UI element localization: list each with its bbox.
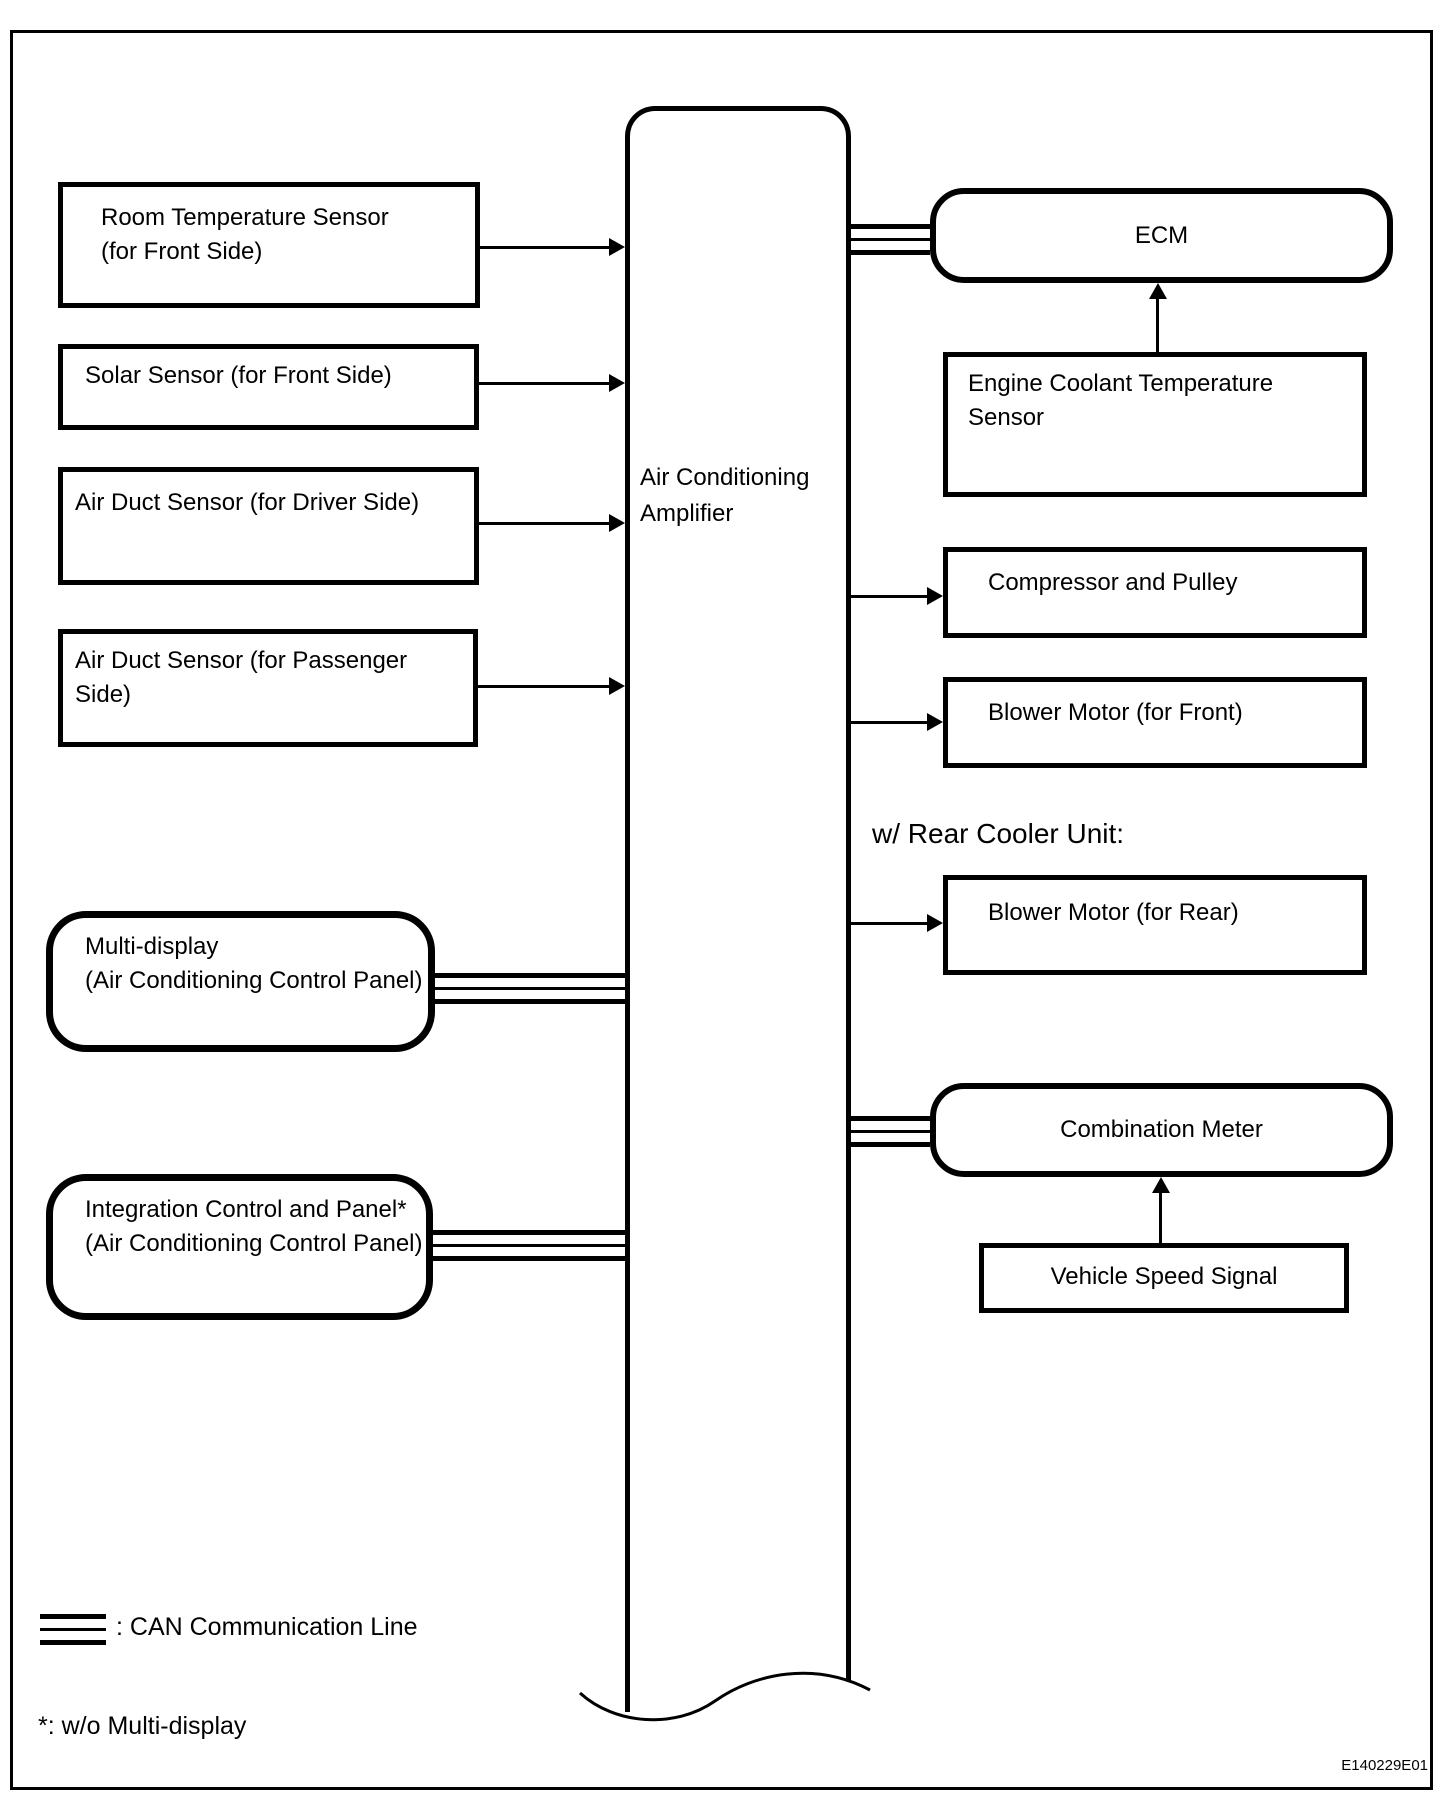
can-line-stroke bbox=[435, 999, 625, 1004]
can-line-stroke bbox=[851, 1116, 930, 1121]
node-solar-sensor: Solar Sensor (for Front Side) bbox=[58, 344, 479, 430]
arrow-amplifier-to-blower-rear bbox=[851, 914, 943, 932]
label-line: Air Conditioning bbox=[640, 464, 810, 491]
node-room-temperature-sensor: Room Temperature Sensor (for Front Side) bbox=[58, 182, 480, 308]
arrow-duct-driver-to-amplifier bbox=[479, 514, 625, 532]
arrow-shaft bbox=[480, 246, 613, 249]
label-line: (Air Conditioning Control Panel) bbox=[85, 1230, 423, 1257]
arrow-shaft bbox=[851, 721, 931, 724]
arrow-shaft bbox=[1159, 1189, 1162, 1243]
arrow-vehicle-speed-to-combination-meter bbox=[1152, 1177, 1170, 1243]
node-compressor-and-pulley: Compressor and Pulley bbox=[943, 547, 1367, 638]
can-line-stroke bbox=[40, 1640, 106, 1645]
figure-code: E140229E01 bbox=[1341, 1757, 1428, 1774]
can-line-integration-panel bbox=[433, 1230, 625, 1261]
node-air-duct-sensor-driver: Air Duct Sensor (for Driver Side) bbox=[58, 467, 479, 585]
arrow-head-icon bbox=[1149, 283, 1167, 299]
label-line: Vehicle Speed Signal bbox=[1050, 1263, 1278, 1290]
can-line-stroke bbox=[851, 250, 930, 255]
rear-cooler-unit-note: w/ Rear Cooler Unit: bbox=[872, 818, 1125, 849]
footnote-asterisk: *: w/o Multi-display bbox=[38, 1712, 247, 1740]
node-multi-display: Multi-display (Air Conditioning Control … bbox=[46, 911, 435, 1052]
arrow-head-icon bbox=[609, 677, 625, 695]
can-line-combination-meter bbox=[851, 1116, 930, 1147]
arrow-shaft bbox=[479, 522, 613, 525]
can-line-stroke bbox=[435, 973, 625, 978]
label-line: Air Duct Sensor (for Driver Side) bbox=[75, 489, 420, 516]
air-conditioning-amplifier-label: Air Conditioning Amplifier bbox=[640, 460, 809, 532]
arrow-shaft bbox=[851, 922, 931, 925]
can-line-stroke bbox=[433, 1244, 625, 1247]
legend-can-swatch bbox=[40, 1614, 106, 1645]
can-line-multi-display bbox=[435, 973, 625, 1004]
arrow-engine-coolant-to-ecm bbox=[1149, 283, 1167, 352]
label-line: Air Duct Sensor (for Passenger bbox=[75, 647, 408, 674]
can-line-stroke bbox=[851, 224, 930, 229]
arrow-head-icon bbox=[927, 914, 943, 932]
can-line-stroke bbox=[433, 1230, 625, 1235]
label-line: Combination Meter bbox=[1060, 1116, 1263, 1143]
node-ecm: ECM bbox=[930, 188, 1393, 283]
legend-can-label: : CAN Communication Line bbox=[116, 1613, 418, 1641]
label-line: Multi-display bbox=[85, 933, 219, 960]
label-line: Engine Coolant Temperature bbox=[968, 370, 1274, 397]
label-line: Sensor bbox=[968, 404, 1045, 431]
arrow-head-icon bbox=[609, 514, 625, 532]
node-air-duct-sensor-passenger: Air Duct Sensor (for Passenger Side) bbox=[58, 629, 478, 747]
node-combination-meter: Combination Meter bbox=[930, 1083, 1393, 1177]
arrow-amplifier-to-compressor bbox=[851, 587, 943, 605]
label-line: Integration Control and Panel* bbox=[85, 1196, 407, 1223]
label-line: Side) bbox=[75, 681, 132, 708]
arrow-shaft bbox=[851, 595, 931, 598]
arrow-solar-sensor-to-amplifier bbox=[479, 374, 625, 392]
label-line: ECM bbox=[1134, 221, 1189, 249]
label-line: Room Temperature Sensor bbox=[101, 204, 389, 231]
arrow-head-icon bbox=[927, 587, 943, 605]
node-engine-coolant-temperature-sensor: Engine Coolant Temperature Sensor bbox=[943, 352, 1367, 497]
node-vehicle-speed-signal: Vehicle Speed Signal bbox=[979, 1243, 1349, 1313]
can-line-stroke bbox=[433, 1256, 625, 1261]
label-line: Solar Sensor (for Front Side) bbox=[85, 362, 392, 389]
label-line: (Air Conditioning Control Panel) bbox=[85, 967, 423, 994]
label-line: (for Front Side) bbox=[101, 238, 263, 265]
node-blower-motor-rear: Blower Motor (for Rear) bbox=[943, 875, 1367, 975]
arrow-head-icon bbox=[1152, 1177, 1170, 1193]
arrow-shaft bbox=[478, 685, 613, 688]
can-line-ecm bbox=[851, 224, 930, 255]
arrow-duct-passenger-to-amplifier bbox=[478, 677, 625, 695]
can-line-stroke bbox=[435, 987, 625, 990]
can-line-stroke bbox=[40, 1628, 106, 1631]
arrow-amplifier-to-blower-front bbox=[851, 713, 943, 731]
arrow-room-sensor-to-amplifier bbox=[480, 238, 625, 256]
can-line-stroke bbox=[851, 1142, 930, 1147]
node-blower-motor-front: Blower Motor (for Front) bbox=[943, 677, 1367, 768]
can-line-stroke bbox=[851, 238, 930, 241]
label-line: Blower Motor (for Front) bbox=[988, 699, 1243, 726]
label-line: Blower Motor (for Rear) bbox=[988, 899, 1239, 926]
arrow-head-icon bbox=[609, 374, 625, 392]
label-line: Amplifier bbox=[640, 500, 734, 527]
arrow-shaft bbox=[1156, 295, 1159, 352]
column-break-wave bbox=[578, 1671, 871, 1745]
label-line: Compressor and Pulley bbox=[988, 569, 1238, 596]
arrow-head-icon bbox=[609, 238, 625, 256]
arrow-head-icon bbox=[927, 713, 943, 731]
arrow-shaft bbox=[479, 382, 613, 385]
node-integration-control-panel: Integration Control and Panel* (Air Cond… bbox=[46, 1174, 433, 1320]
can-line-stroke bbox=[851, 1130, 930, 1133]
can-line-stroke bbox=[40, 1614, 106, 1619]
diagram-border bbox=[10, 30, 1433, 1790]
node-air-conditioning-amplifier bbox=[625, 106, 851, 1712]
